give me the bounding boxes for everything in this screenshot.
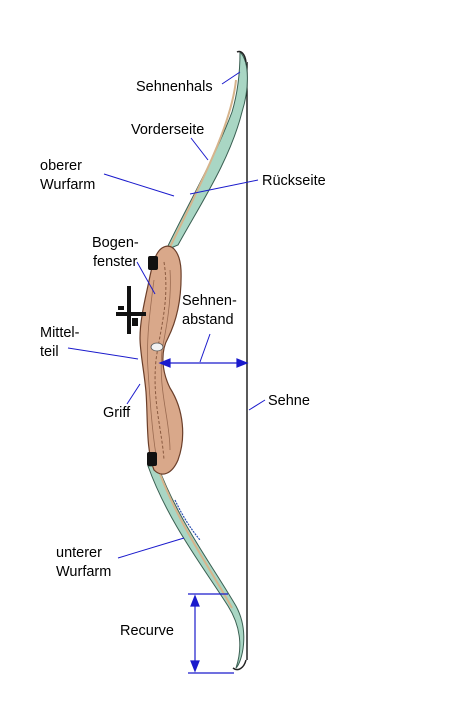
label-unterer-wurfarm-2: Wurfarm [56, 564, 111, 580]
leader-griff [126, 383, 141, 405]
riser-grain-2 [160, 269, 171, 451]
label-oberer-wurfarm-1: oberer [40, 158, 82, 174]
leader-sehnenabstand [199, 333, 211, 363]
label-oberer-wurfarm-2: Wurfarm [40, 177, 95, 193]
label-unterer-wurfarm-1: unterer [56, 545, 102, 561]
brace-height-dimension [158, 358, 249, 368]
leader-mittelteil [67, 347, 139, 360]
leader-vorderseite [190, 137, 209, 161]
label-bogenfenster-2: fenster [93, 254, 137, 270]
leader-sehne [248, 399, 266, 411]
lower-limb [147, 465, 245, 669]
label-mittelteil-1: Mittel- [40, 325, 80, 341]
leader-sehnenhals [221, 71, 241, 85]
leader-lines [67, 71, 266, 559]
label-sehne: Sehne [268, 393, 310, 409]
upper-limb-bolt [148, 256, 158, 270]
upper-limb-laminate [169, 79, 237, 248]
riser-grain-3 [147, 279, 157, 456]
lower-nock [232, 659, 247, 671]
upper-nock [236, 50, 247, 63]
bow-sight [116, 286, 146, 334]
label-griff: Griff [103, 405, 131, 421]
upper-limb [164, 50, 248, 251]
label-recurve: Recurve [120, 623, 174, 639]
label-rueckseite: Rückseite [262, 173, 326, 189]
leader-oberer-wurfarm [103, 173, 175, 197]
lower-limb-logo-text [174, 499, 201, 541]
label-sehnenhals: Sehnenhals [136, 79, 213, 95]
label-sehnenabstand-1: Sehnen- [182, 293, 237, 309]
arrow-rest-plate [150, 342, 164, 352]
riser-grain-1 [154, 261, 167, 461]
leader-unterer-wurfarm [117, 537, 185, 559]
label-sehnenabstand-2: abstand [182, 312, 234, 328]
label-mittelteil-2: teil [40, 344, 59, 360]
label-vorderseite: Vorderseite [131, 122, 204, 138]
leader-bogenfenster [136, 261, 156, 295]
recurve-dimension [188, 593, 234, 674]
leader-rueckseite [189, 179, 259, 195]
lower-limb-bolt [147, 452, 157, 466]
label-bogenfenster-1: Bogen- [92, 235, 139, 251]
